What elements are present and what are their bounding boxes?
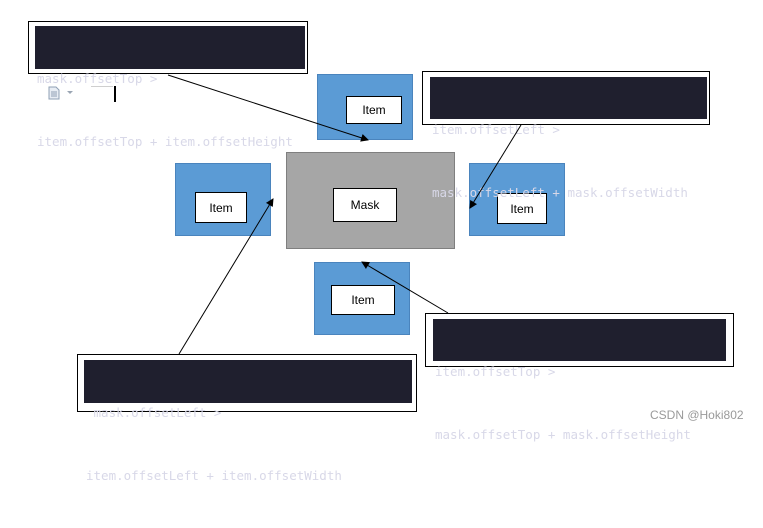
condition-top-line1: mask.offsetTop > [37, 71, 158, 86]
arrow-left-condition [178, 198, 274, 355]
editor-guide-line [91, 86, 113, 87]
watermark: CSDN @Hoki802 [650, 408, 744, 422]
condition-left-line1: mask.offsetLeft > [86, 405, 222, 420]
dropdown-caret-icon [67, 91, 73, 94]
condition-top: mask.offsetTop > item.offsetTop + item.o… [28, 21, 308, 149]
condition-right-code: item.offsetLeft > mask.offsetLeft + mask… [430, 77, 707, 200]
item-right-label: Item [497, 193, 547, 224]
condition-right-line1: item.offsetLeft > [432, 122, 560, 137]
document-icon [48, 86, 60, 100]
condition-left: mask.offsetLeft > item.offsetLeft + item… [77, 354, 417, 483]
condition-left-line2: item.offsetLeft + item.offsetWidth [86, 468, 342, 483]
arrows-layer [167, 74, 522, 355]
mask-box: Mask [286, 152, 455, 249]
item-top: Item [317, 74, 413, 140]
mask-label: Mask [333, 188, 397, 222]
arrow-bottom-condition [361, 261, 449, 314]
condition-top-code: mask.offsetTop > item.offsetTop + item.o… [35, 26, 305, 149]
condition-bottom-line1: item.offsetTop > [435, 364, 556, 379]
arrow-top-condition [167, 74, 369, 142]
item-top-label: Item [346, 96, 402, 124]
condition-right-line2: mask.offsetLeft + mask.offsetWidth [432, 185, 688, 200]
condition-right: item.offsetLeft > mask.offsetLeft + mask… [422, 71, 710, 200]
condition-top-line2: item.offsetTop + item.offsetHeight [37, 134, 293, 149]
item-left-label: Item [195, 192, 247, 223]
text-cursor [114, 86, 116, 102]
arrow-right-condition [469, 124, 522, 209]
item-left: Item [175, 163, 271, 236]
item-bottom-label: Item [331, 285, 395, 315]
item-right: Item [469, 163, 565, 236]
